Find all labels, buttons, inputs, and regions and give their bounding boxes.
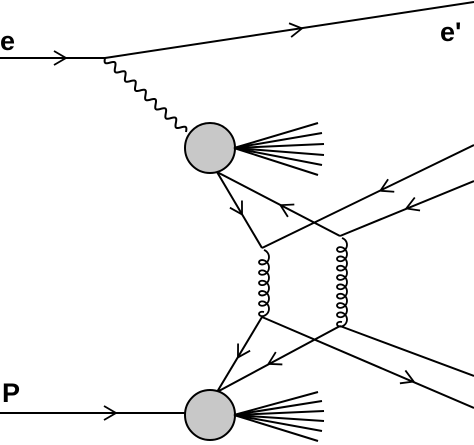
lower-proton-blob — [184, 389, 236, 441]
lower-right-outgoing-parton-line — [261, 316, 474, 409]
lower-right-vertex-to-blob-line — [216, 325, 341, 393]
upper-blob-to-right-vertex-line — [216, 171, 341, 237]
upper-right-outgoing-parton-line — [261, 144, 474, 249]
incoming-electron-label: e — [0, 26, 15, 56]
lower-fragment-jet — [233, 391, 325, 442]
outgoing-electron-line — [104, 1, 474, 59]
left-gluon-curly-line — [258, 249, 270, 318]
upper-fragment-jet — [233, 122, 325, 176]
upper-right-incoming-parton-line — [339, 180, 474, 237]
virtual-photon-wavy-line — [103, 57, 188, 133]
lower-right-second-parton-line — [339, 325, 474, 377]
outgoing-electron-label: e' — [440, 17, 461, 47]
right-gluon-curly-line — [336, 237, 348, 328]
upper-hadronic-blob — [184, 122, 236, 174]
incoming-proton-label: P — [2, 378, 20, 408]
